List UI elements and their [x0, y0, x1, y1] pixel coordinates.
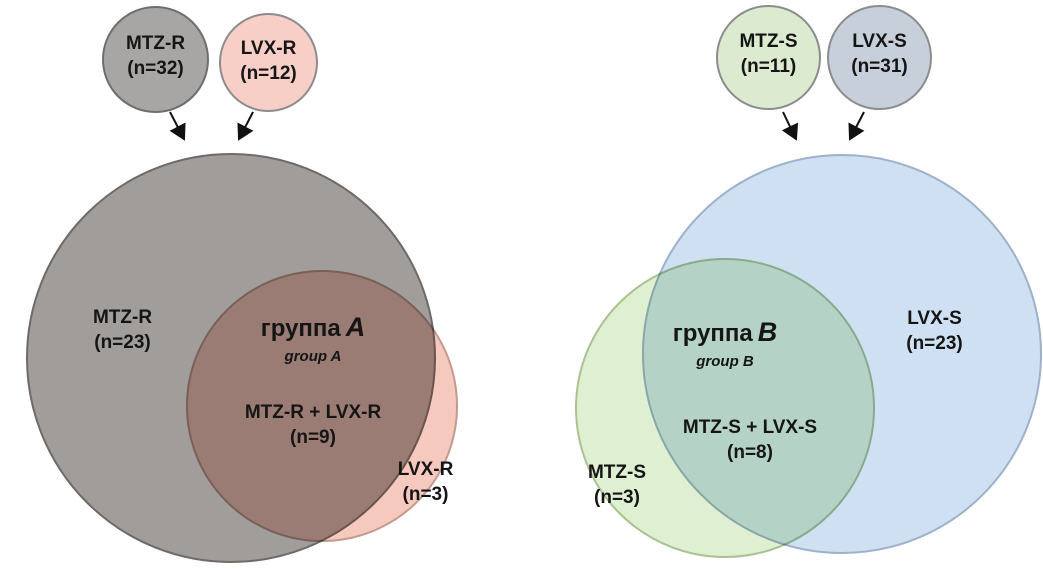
source-circle-name: MTZ-S — [739, 31, 798, 52]
intersection-formula: MTZ-S + LVX-S — [682, 417, 818, 438]
mtz-s-source-label: MTZ-S (n=11) — [716, 29, 821, 79]
lvx-r-region-label: LVX-R (n=3) — [373, 457, 478, 507]
group-title-ru: группа — [672, 320, 753, 347]
region-name: MTZ-S — [587, 462, 647, 483]
source-circle-count: (n=11) — [740, 56, 797, 78]
group-b-subtitle: group B — [696, 353, 754, 370]
mtz-r-source-circle — [102, 6, 209, 113]
mtz-r-source-label: MTZ-R (n=32) — [102, 31, 209, 81]
region-name: LVX-S — [907, 308, 962, 329]
group-letter: B — [757, 317, 778, 347]
lvx-s-region-label: LVX-S (n=23) — [872, 306, 997, 356]
mtz-s-region-label: MTZ-S (n=3) — [557, 460, 677, 510]
group-letter: A — [345, 312, 366, 342]
arrow-down-right-icon — [169, 111, 186, 141]
lvx-r-overlay-circle — [186, 270, 458, 542]
source-circle-name: LVX-S — [852, 31, 907, 52]
mtz-r-region-label: MTZ-R (n=23) — [60, 305, 185, 355]
intersection-b-label: MTZ-S + LVX-S (n=8) — [650, 415, 850, 465]
region-count: (n=23) — [906, 333, 963, 355]
region-name: MTZ-R — [92, 307, 153, 328]
intersection-a-label: MTZ-R + LVX-R (n=9) — [213, 400, 413, 450]
source-circle-count: (n=31) — [851, 56, 908, 78]
region-count: (n=3) — [594, 487, 640, 509]
lvx-r-source-circle — [219, 13, 318, 112]
intersection-count: (n=8) — [727, 442, 773, 464]
mtz-s-overlay-circle — [575, 258, 875, 558]
group-title-ru: группа — [260, 315, 341, 342]
source-circle-name: LVX-R — [240, 38, 297, 59]
lvx-s-source-circle — [827, 5, 932, 110]
lvx-s-source-label: LVX-S (n=31) — [827, 29, 932, 79]
intersection-formula: MTZ-R + LVX-R — [244, 402, 382, 423]
arrow-down-right-icon — [781, 111, 799, 141]
region-count: (n=3) — [402, 484, 449, 506]
arrow-down-left-icon — [237, 111, 254, 141]
lvx-r-source-label: LVX-R (n=12) — [219, 36, 318, 86]
region-name: LVX-R — [397, 459, 454, 480]
group-a-subtitle: group A — [284, 348, 342, 365]
intersection-count: (n=9) — [290, 427, 336, 449]
arrow-down-left-icon — [848, 111, 865, 141]
source-circle-name: MTZ-R — [125, 33, 186, 54]
mtz-s-source-circle — [716, 5, 821, 110]
region-count: (n=23) — [94, 332, 151, 354]
source-circle-count: (n=12) — [240, 63, 297, 85]
source-circle-count: (n=32) — [127, 58, 184, 80]
